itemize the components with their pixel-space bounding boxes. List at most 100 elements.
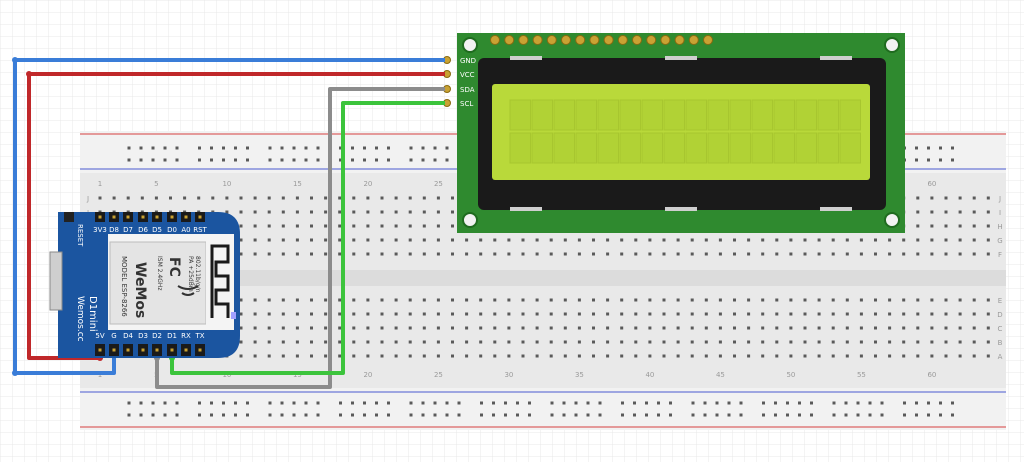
row-letter: I: [999, 209, 1001, 217]
breadboard-hole: [239, 340, 243, 344]
rail-hole: [903, 401, 906, 405]
breadboard-hole: [479, 252, 483, 256]
breadboard-hole: [916, 196, 920, 200]
breadboard-hole: [845, 340, 849, 344]
rail-hole: [939, 401, 942, 405]
rail-hole: [774, 413, 777, 417]
breadboard-hole: [634, 326, 638, 330]
rail-hole: [691, 413, 695, 417]
rail-hole: [409, 158, 413, 162]
breadboard-hole: [338, 354, 342, 358]
breadboard-hole: [648, 298, 652, 302]
breadboard-hole: [521, 238, 525, 242]
breadboard-hole: [281, 354, 285, 358]
rail-hole: [703, 401, 707, 405]
breadboard-hole: [507, 326, 511, 330]
rail-hole: [657, 401, 660, 405]
breadboard-hole: [747, 326, 751, 330]
breadboard-hole: [310, 196, 313, 200]
rail-hole: [268, 413, 272, 417]
breadboard-hole: [902, 326, 906, 330]
breadboard-hole: [620, 238, 624, 242]
breadboard-hole: [310, 210, 313, 214]
breadboard-hole: [352, 298, 356, 302]
breadboard-hole: [634, 298, 638, 302]
rail-hole: [915, 146, 918, 150]
breadboard-hole: [324, 224, 328, 228]
breadboard-hole: [338, 196, 342, 200]
breadboard-hole: [859, 298, 863, 302]
lcd-cell: [575, 99, 597, 131]
breadboard-hole: [775, 340, 779, 344]
breadboard-hole: [225, 210, 229, 214]
breadboard-hole: [507, 354, 511, 358]
breadboard-hole: [408, 326, 412, 330]
breadboard-hole: [295, 238, 299, 242]
breadboard-hole: [352, 252, 356, 256]
rail-hole: [574, 401, 578, 405]
lcd-cell: [795, 132, 817, 164]
rail-hole: [151, 401, 155, 405]
breadboard-hole: [352, 312, 356, 316]
breadboard-hole: [366, 354, 370, 358]
lcd-header-pin: [660, 35, 671, 45]
breadboard-hole: [366, 238, 370, 242]
breadboard-hole: [352, 196, 356, 200]
breadboard-hole: [831, 298, 835, 302]
breadboard-hole: [549, 238, 553, 242]
lcd-header-pin: [575, 35, 586, 45]
column-number: 55: [857, 371, 866, 379]
rail-hole: [832, 413, 836, 417]
breadboard-hole: [408, 312, 412, 316]
breadboard-hole: [620, 312, 624, 316]
breadboard-hole: [676, 340, 680, 344]
breadboard-hole: [775, 354, 779, 358]
rail-hole: [727, 401, 731, 405]
breadboard-hole: [493, 312, 497, 316]
column-number: 60: [927, 371, 936, 379]
breadboard-hole: [295, 224, 299, 228]
antenna-trace: [210, 244, 230, 318]
lcd-bezel-tab-bottom-right: [820, 207, 852, 211]
breadboard-hole: [436, 196, 440, 200]
breadboard-hole: [563, 354, 567, 358]
breadboard-hole: [902, 354, 906, 358]
breadboard-hole: [648, 238, 652, 242]
breadboard-hole: [436, 238, 440, 242]
d1mini-pin-contact: [198, 348, 202, 352]
lcd-cell: [839, 132, 861, 164]
rail-hole: [198, 413, 201, 417]
rail-hole: [504, 401, 507, 405]
rail-hole: [316, 146, 320, 150]
breadboard-hole: [577, 354, 581, 358]
breadboard-hole: [747, 312, 751, 316]
breadboard-hole: [761, 340, 765, 344]
breadboard-hole: [267, 210, 271, 214]
breadboard-hole: [690, 354, 694, 358]
breadboard-hole: [436, 326, 440, 330]
breadboard-hole: [888, 298, 892, 302]
lcd-cell: [663, 99, 685, 131]
d1mini-top-pin-label: D7: [123, 226, 133, 234]
d1mini-pin-contact: [184, 215, 188, 219]
lcd-bezel-tab-top-mid: [665, 56, 697, 60]
breadboard-hole: [718, 238, 722, 242]
rail-hole: [363, 401, 366, 405]
breadboard-hole: [817, 354, 821, 358]
led-indicator: [231, 312, 236, 319]
breadboard-hole: [451, 354, 454, 358]
breadboard-hole: [310, 312, 313, 316]
breadboard-hole: [479, 326, 483, 330]
breadboard-hole: [648, 340, 652, 344]
breadboard-hole: [380, 340, 384, 344]
rail-hole: [175, 158, 179, 162]
breadboard-hole: [366, 224, 370, 228]
breadboard-hole: [592, 238, 595, 242]
lcd-cell: [707, 132, 729, 164]
breadboard-hole: [295, 210, 299, 214]
lcd-cell: [597, 99, 619, 131]
breadboard-hole: [676, 252, 680, 256]
column-number: 30: [504, 371, 513, 379]
